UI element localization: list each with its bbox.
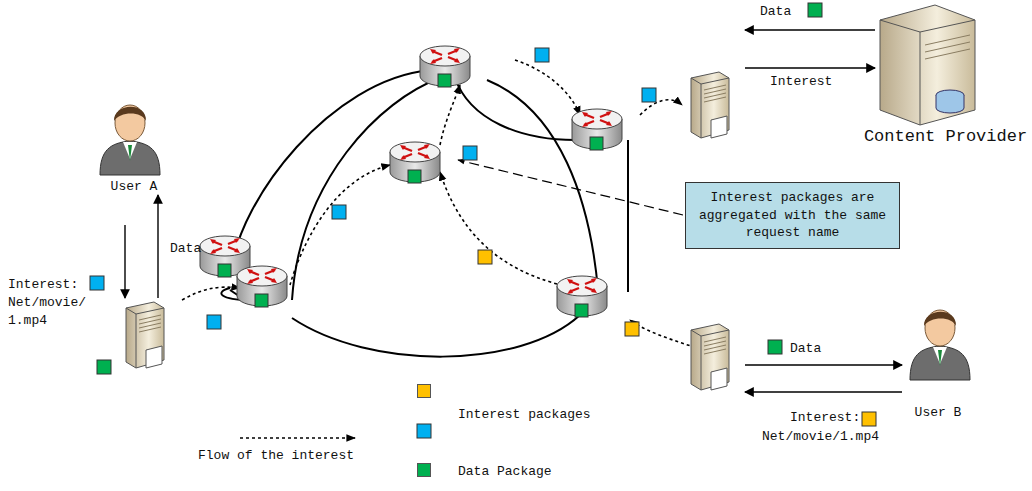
node-text: User A [104, 178, 164, 196]
legend-text: Flow of the interest [198, 448, 354, 464]
legend-text: Interest packages [458, 407, 591, 423]
interest-label: Interest: [8, 276, 78, 294]
legend-swatch [417, 463, 431, 477]
provider-label: Content Provider [863, 126, 1028, 149]
interest-label: Interest [770, 73, 832, 91]
user-label: User B [908, 404, 968, 422]
node-text: Content Provider [863, 126, 1028, 149]
callout-box: Interest packages are aggregated with th… [685, 182, 900, 249]
data-label: Data [790, 340, 821, 358]
user-label: User A [104, 178, 164, 196]
data-label: Data [760, 3, 791, 21]
legend-swatch [417, 384, 431, 398]
node-text: User B [908, 404, 968, 422]
interest-label: Interest: [790, 409, 860, 427]
legend-text: Data Package [458, 464, 552, 480]
request-name: Net/movie/ 1.mp4 [8, 294, 94, 329]
node-text: Interest packages are aggregated with th… [694, 189, 891, 242]
request-name: Net/movie/1.mp4 [762, 428, 879, 446]
data-label: Data [170, 240, 201, 258]
